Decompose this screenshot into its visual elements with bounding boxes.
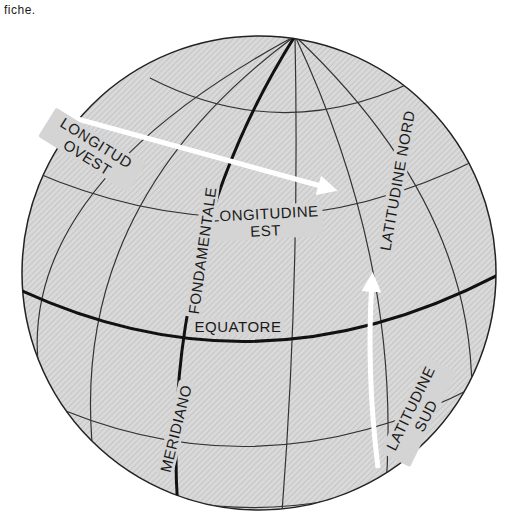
meridian: [90, 36, 295, 470]
meridian: [282, 36, 296, 512]
graticule: [20, 36, 498, 512]
equator-label: EQUATORE: [192, 318, 285, 335]
parallel: [110, 478, 410, 508]
longitude-east-label: LONGITUDINE EST: [206, 202, 324, 242]
globe-outline: [22, 36, 496, 510]
equator-line: [20, 275, 498, 341]
meridian: [295, 36, 388, 500]
latitude-arrow: [370, 282, 378, 468]
prime-meridian: [176, 36, 295, 512]
cropped-text: fiche.: [4, 2, 36, 19]
parallel: [150, 72, 432, 113]
